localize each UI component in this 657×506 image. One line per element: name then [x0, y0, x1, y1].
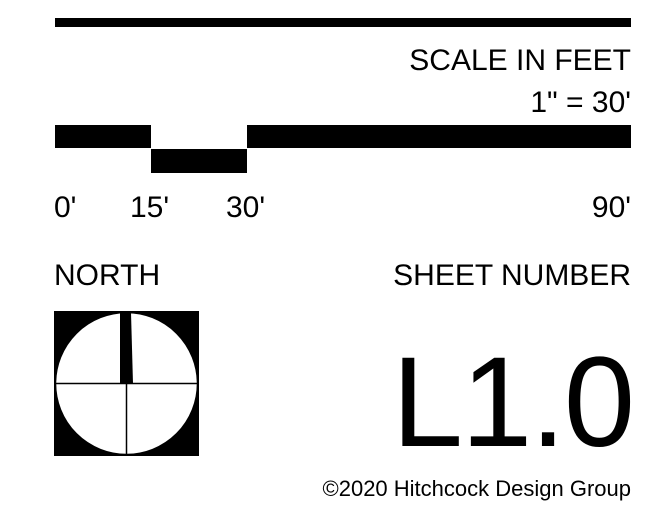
sheet-number: L1.0 — [391, 331, 635, 474]
scale-segment-30-90 — [247, 125, 631, 148]
copyright-notice: ©2020 Hitchcock Design Group — [322, 476, 631, 501]
graphic-scale-bar — [55, 125, 631, 175]
north-label: NORTH — [54, 259, 161, 292]
sheet-number-label: SHEET NUMBER — [393, 259, 631, 292]
scale-ratio: 1" = 30' — [530, 86, 631, 119]
scale-tick-15: 15' — [130, 191, 170, 224]
scale-tick-90: 90' — [591, 191, 631, 224]
scale-title: SCALE IN FEET — [409, 44, 631, 77]
scale-segment-0-15 — [55, 125, 151, 148]
scale-tick-0: 0' — [54, 191, 77, 224]
north-arrow-icon — [54, 311, 199, 456]
title-block-top-rule — [55, 18, 631, 27]
scale-segment-15-30 — [151, 149, 247, 173]
scale-tick-30: 30' — [226, 191, 266, 224]
